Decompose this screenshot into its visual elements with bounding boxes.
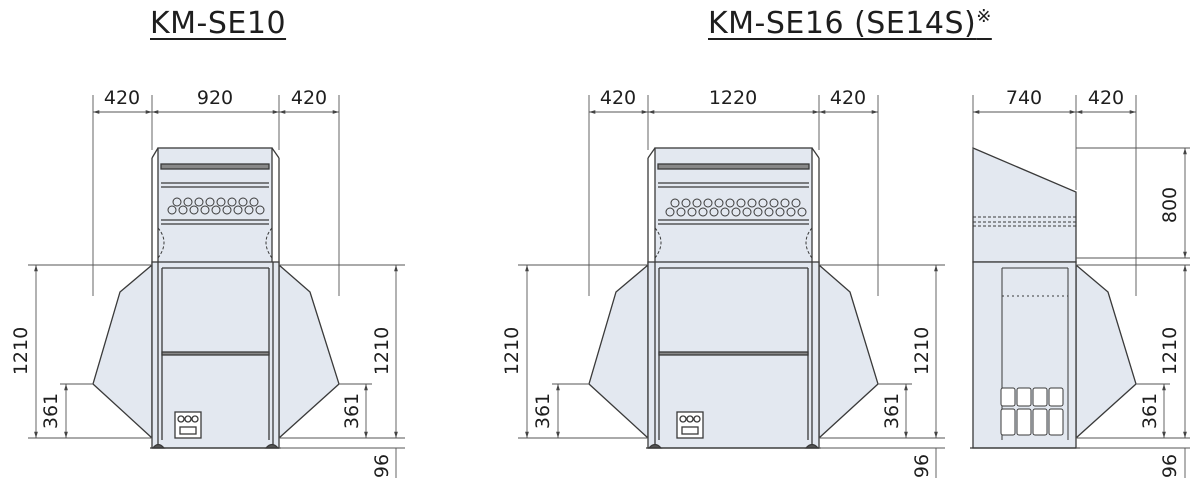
coin-slots xyxy=(665,198,807,217)
dim-label: 96 xyxy=(371,454,393,478)
left-wing-door xyxy=(92,263,153,440)
coin-slots xyxy=(167,197,265,215)
dim-label: 420 xyxy=(830,87,866,109)
dim-label: 420 xyxy=(291,87,327,109)
coin-boxes xyxy=(1000,387,1064,436)
dim-label: 420 xyxy=(104,87,140,109)
unit-km-se16-front xyxy=(588,147,879,449)
dim-label: 361 xyxy=(1139,393,1161,429)
dim-label: 1220 xyxy=(709,87,757,109)
dim-label: 1210 xyxy=(371,327,393,375)
unit-km-se10 xyxy=(92,147,340,449)
dim-labels-km-se16-front: 420 1220 420 1210 361 1210 361 96 xyxy=(501,87,933,478)
model-title-km-se10: KM-SE10 xyxy=(150,6,286,41)
right-wing-door xyxy=(278,263,340,440)
dim-label: 920 xyxy=(197,87,233,109)
dim-labels-km-se16-side: 740 420 800 1210 361 96 xyxy=(1006,87,1181,478)
dim-labels-km-se10: 420 920 420 1210 361 1210 361 96 xyxy=(10,87,393,478)
dim-label: 800 xyxy=(1159,187,1181,223)
dim-label: 96 xyxy=(911,454,933,478)
note-mark: ※ xyxy=(976,6,992,27)
model-title-left-text: KM-SE10 xyxy=(150,6,287,41)
dim-label: 420 xyxy=(600,87,636,109)
dim-label: 1210 xyxy=(501,327,523,375)
dim-label: 1210 xyxy=(10,327,32,375)
left-wing-door xyxy=(588,263,649,440)
dim-label: 96 xyxy=(1159,454,1181,478)
unit-km-se16-side xyxy=(970,147,1137,449)
dim-label: 420 xyxy=(1088,87,1124,109)
dims-km-se10 xyxy=(28,95,405,478)
dims-km-se16-front xyxy=(518,95,945,478)
dims-km-se16-side xyxy=(972,95,1190,478)
right-wing-door xyxy=(818,263,879,440)
dim-label: 361 xyxy=(341,393,363,429)
dim-label: 740 xyxy=(1006,87,1042,109)
dim-label: 1210 xyxy=(1159,327,1181,375)
side-wing-door xyxy=(1075,263,1137,440)
model-title-km-se16: KM-SE16 (SE14S)※ xyxy=(708,6,992,41)
dim-label: 361 xyxy=(532,393,554,429)
dim-label: 361 xyxy=(881,393,903,429)
model-title-right-text: KM-SE16 (SE14S) xyxy=(708,6,977,41)
dim-label: 361 xyxy=(40,393,62,429)
side-top-housing xyxy=(972,147,1077,263)
dim-label: 1210 xyxy=(911,327,933,375)
